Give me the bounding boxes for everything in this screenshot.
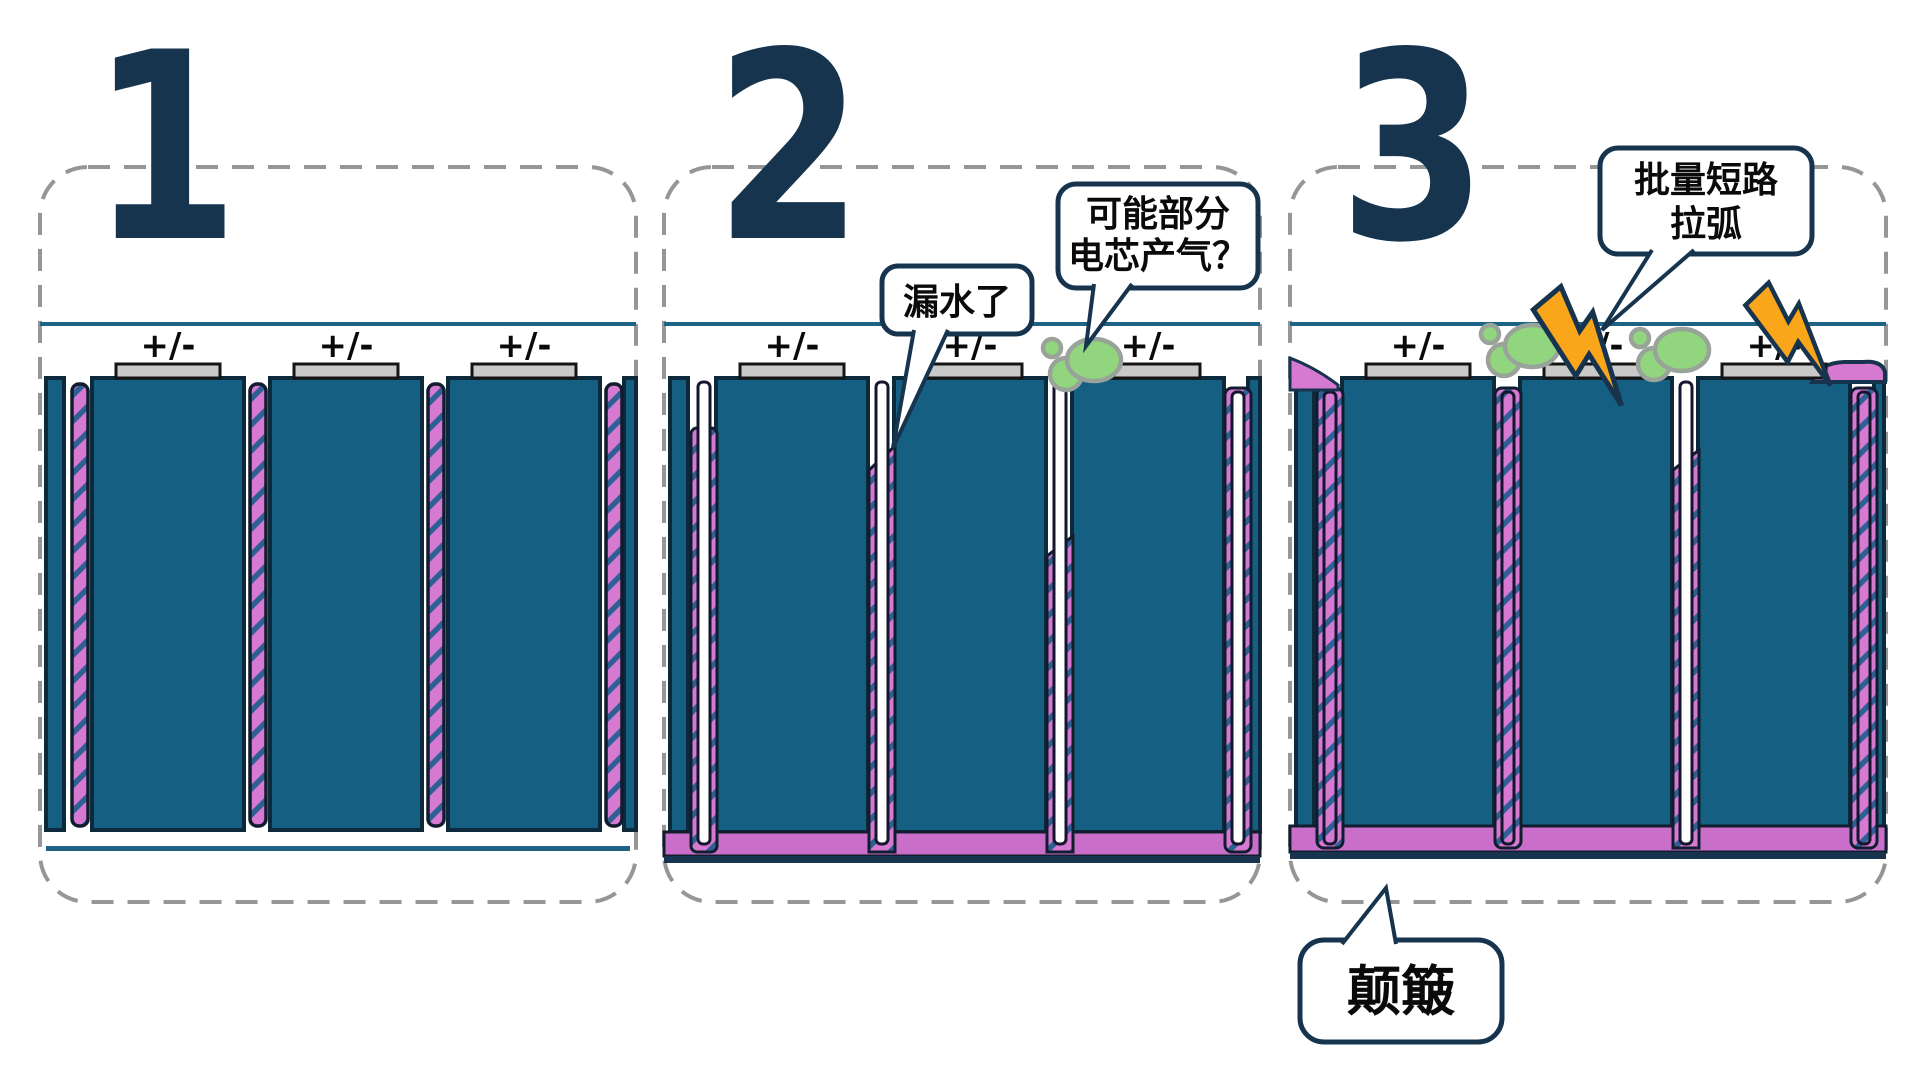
callout-gas-line2: 电芯产气？ [1068,236,1248,277]
stage-number-3: 3 [1339,0,1487,300]
coolant-overflow-left [1288,355,1340,392]
separator-slot-drained [874,380,890,846]
pack-floor-line [46,846,630,851]
callout-gas-line1: 可能部分 [1086,194,1230,235]
battery-cell [892,376,1048,834]
cell-terminal [1720,362,1828,380]
battery-cell [714,376,870,834]
cell-terminal [738,362,846,380]
cell-terminal [1364,362,1472,380]
callout-bump-text: 颠簸 [1347,960,1456,1023]
terminal-label: +/- [140,326,195,366]
callout-tail [1600,248,1696,332]
callout-leak: 漏水了 [879,263,1035,449]
coolant-separator [70,382,90,828]
callout-tail [891,329,950,449]
gas-bubbles-icon [1631,329,1709,380]
callout-arc: 批量短路 拉弧 [1597,145,1815,332]
cell-terminal [916,362,1024,380]
terminal-label: +/- [318,326,373,366]
battery-cell-partial [1294,376,1316,832]
battery-cell [446,376,602,832]
stage-panel-1: +/- +/- +/- 1 [38,0,638,904]
callout-gas: 可能部分 电芯产气？ [1055,181,1261,354]
callout-arc-line1: 批量短路 [1634,160,1779,201]
separator-slot-drained [696,380,712,846]
battery-cell [268,376,424,832]
cell-terminal [292,362,400,380]
callout-bump: 颠簸 [1297,883,1505,1045]
battery-cell-partial [668,376,690,834]
separator-slot-flooded [1856,390,1872,846]
battery-cell [1696,376,1852,832]
stage-number-1: 1 [91,0,239,300]
callout-arc-line2: 拉弧 [1670,204,1742,245]
terminal-label: +/- [764,326,819,366]
terminal-label: +/- [496,326,551,366]
battery-cell [90,376,246,832]
callout-leak-text: 漏水了 [903,282,1011,323]
separator-slot-drained [1678,380,1694,846]
separator-slot-flooded [1322,390,1338,846]
separator-slot-drained [1052,380,1068,846]
coolant-separator [426,382,446,828]
battery-cell [1518,376,1674,832]
battery-cell [1340,376,1496,832]
stage-panel-3: +/- +/- +/- 3 [1288,0,1888,904]
leaked-coolant-pool [662,830,1262,858]
callout-tail [1083,282,1134,354]
battery-cell-partial [622,376,638,832]
leaked-coolant-pool [1288,824,1888,854]
stage-panel-2: +/- +/- +/- 2 [662,0,1262,904]
coolant-separator [604,382,624,828]
pack-floor-line [1290,852,1886,859]
cell-terminal [470,362,578,380]
stage-number-2: 2 [715,0,863,300]
battery-cell-partial [44,376,66,832]
terminal-label: +/- [1390,326,1445,366]
cell-terminal [114,362,222,380]
callout-tail [1340,883,1398,946]
battery-cell [1070,376,1226,834]
pack-floor-line [664,856,1260,863]
separator-slot-flooded [1500,390,1516,846]
coolant-separator [248,382,268,828]
separator-slot-drained [1230,390,1246,846]
terminal-label: +/- [1120,326,1175,366]
